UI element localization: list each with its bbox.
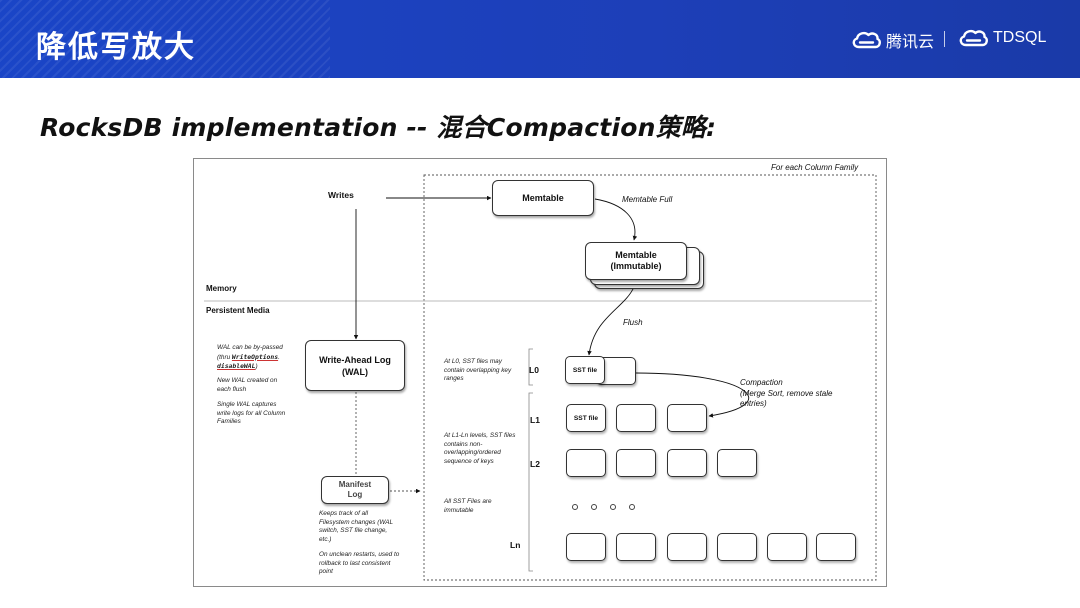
header-banner: 降低写放大 腾讯云 TDSQL	[0, 0, 1080, 78]
wal-box: Write-Ahead Log (WAL)	[305, 340, 405, 391]
slide-subtitle: RocksDB implementation -- 混合Compaction策略…	[40, 113, 717, 142]
column-family-label: For each Column Family	[771, 163, 859, 172]
sst-box-l1	[616, 404, 656, 432]
immutable-memtable-box: Memtable (Immutable)	[585, 242, 687, 280]
wal-bypass-note: WAL can be by-passed(thru WriteOptions.d…	[217, 344, 283, 371]
sst-box-ln	[667, 533, 707, 561]
sst-box-l2	[566, 449, 606, 477]
memtable-full-label: Memtable Full	[622, 195, 673, 204]
flush-label: Flush	[623, 318, 643, 327]
sst-box-l1	[667, 404, 707, 432]
level-l0-label: L0	[529, 365, 539, 375]
memtable-box: Memtable	[492, 180, 594, 216]
ellipsis-dot	[610, 504, 616, 510]
cloud-logo-icon	[852, 31, 881, 49]
ellipsis-dot	[572, 504, 578, 510]
header-pattern	[0, 0, 330, 78]
sst-box-ln	[717, 533, 757, 561]
sst-file-l1: SST file	[566, 404, 606, 432]
immutable-note: All SST Files are immutable	[444, 498, 492, 514]
page-title: 降低写放大	[36, 30, 196, 65]
level-l1-label: L1	[530, 415, 540, 425]
persistent-media-label: Persistent Media	[206, 306, 270, 315]
ellipsis-dot	[629, 504, 635, 510]
tdsql-brand: TDSQL	[958, 28, 1046, 48]
l0-note: At L0, SST files may contain overlapping…	[444, 358, 512, 383]
wal-single-note: Single WAL captures write logs for all C…	[217, 401, 286, 426]
wal-new-note: New WAL created on each flush	[217, 377, 278, 393]
sst-box-ln	[767, 533, 807, 561]
sst-box-l2	[667, 449, 707, 477]
brand-name-2: TDSQL	[993, 29, 1047, 46]
manifest-restart-note: On unclean restarts, used to rollback to…	[319, 551, 400, 576]
manifest-log-box: Manifest Log	[321, 476, 389, 504]
cloud-logo-icon	[959, 29, 988, 47]
brand-divider	[944, 31, 945, 47]
diagram-connectors	[204, 174, 877, 581]
writes-label: Writes	[328, 190, 354, 200]
sst-box-ln	[816, 533, 856, 561]
sst-file-l0: SST file	[565, 356, 605, 384]
sst-box-ln	[566, 533, 606, 561]
sst-box-l2	[616, 449, 656, 477]
ellipsis-dot	[591, 504, 597, 510]
compaction-label: Compaction (Merge Sort, remove stale ent…	[740, 378, 833, 408]
tencent-cloud-brand: 腾讯云	[851, 28, 934, 52]
sst-box-l2	[717, 449, 757, 477]
sst-box-ln	[616, 533, 656, 561]
level-ln-label: Ln	[510, 540, 521, 550]
brand-name-1: 腾讯云	[886, 34, 935, 51]
rocksdb-diagram: For each Column Family Writes Memory Per…	[193, 158, 887, 587]
level-l2-label: L2	[530, 459, 540, 469]
l1-note: At L1-Ln levels, SST files contains non-…	[444, 432, 516, 465]
memory-label: Memory	[206, 284, 237, 293]
manifest-tracking-note: Keeps track of all Filesystem changes (W…	[319, 510, 394, 543]
